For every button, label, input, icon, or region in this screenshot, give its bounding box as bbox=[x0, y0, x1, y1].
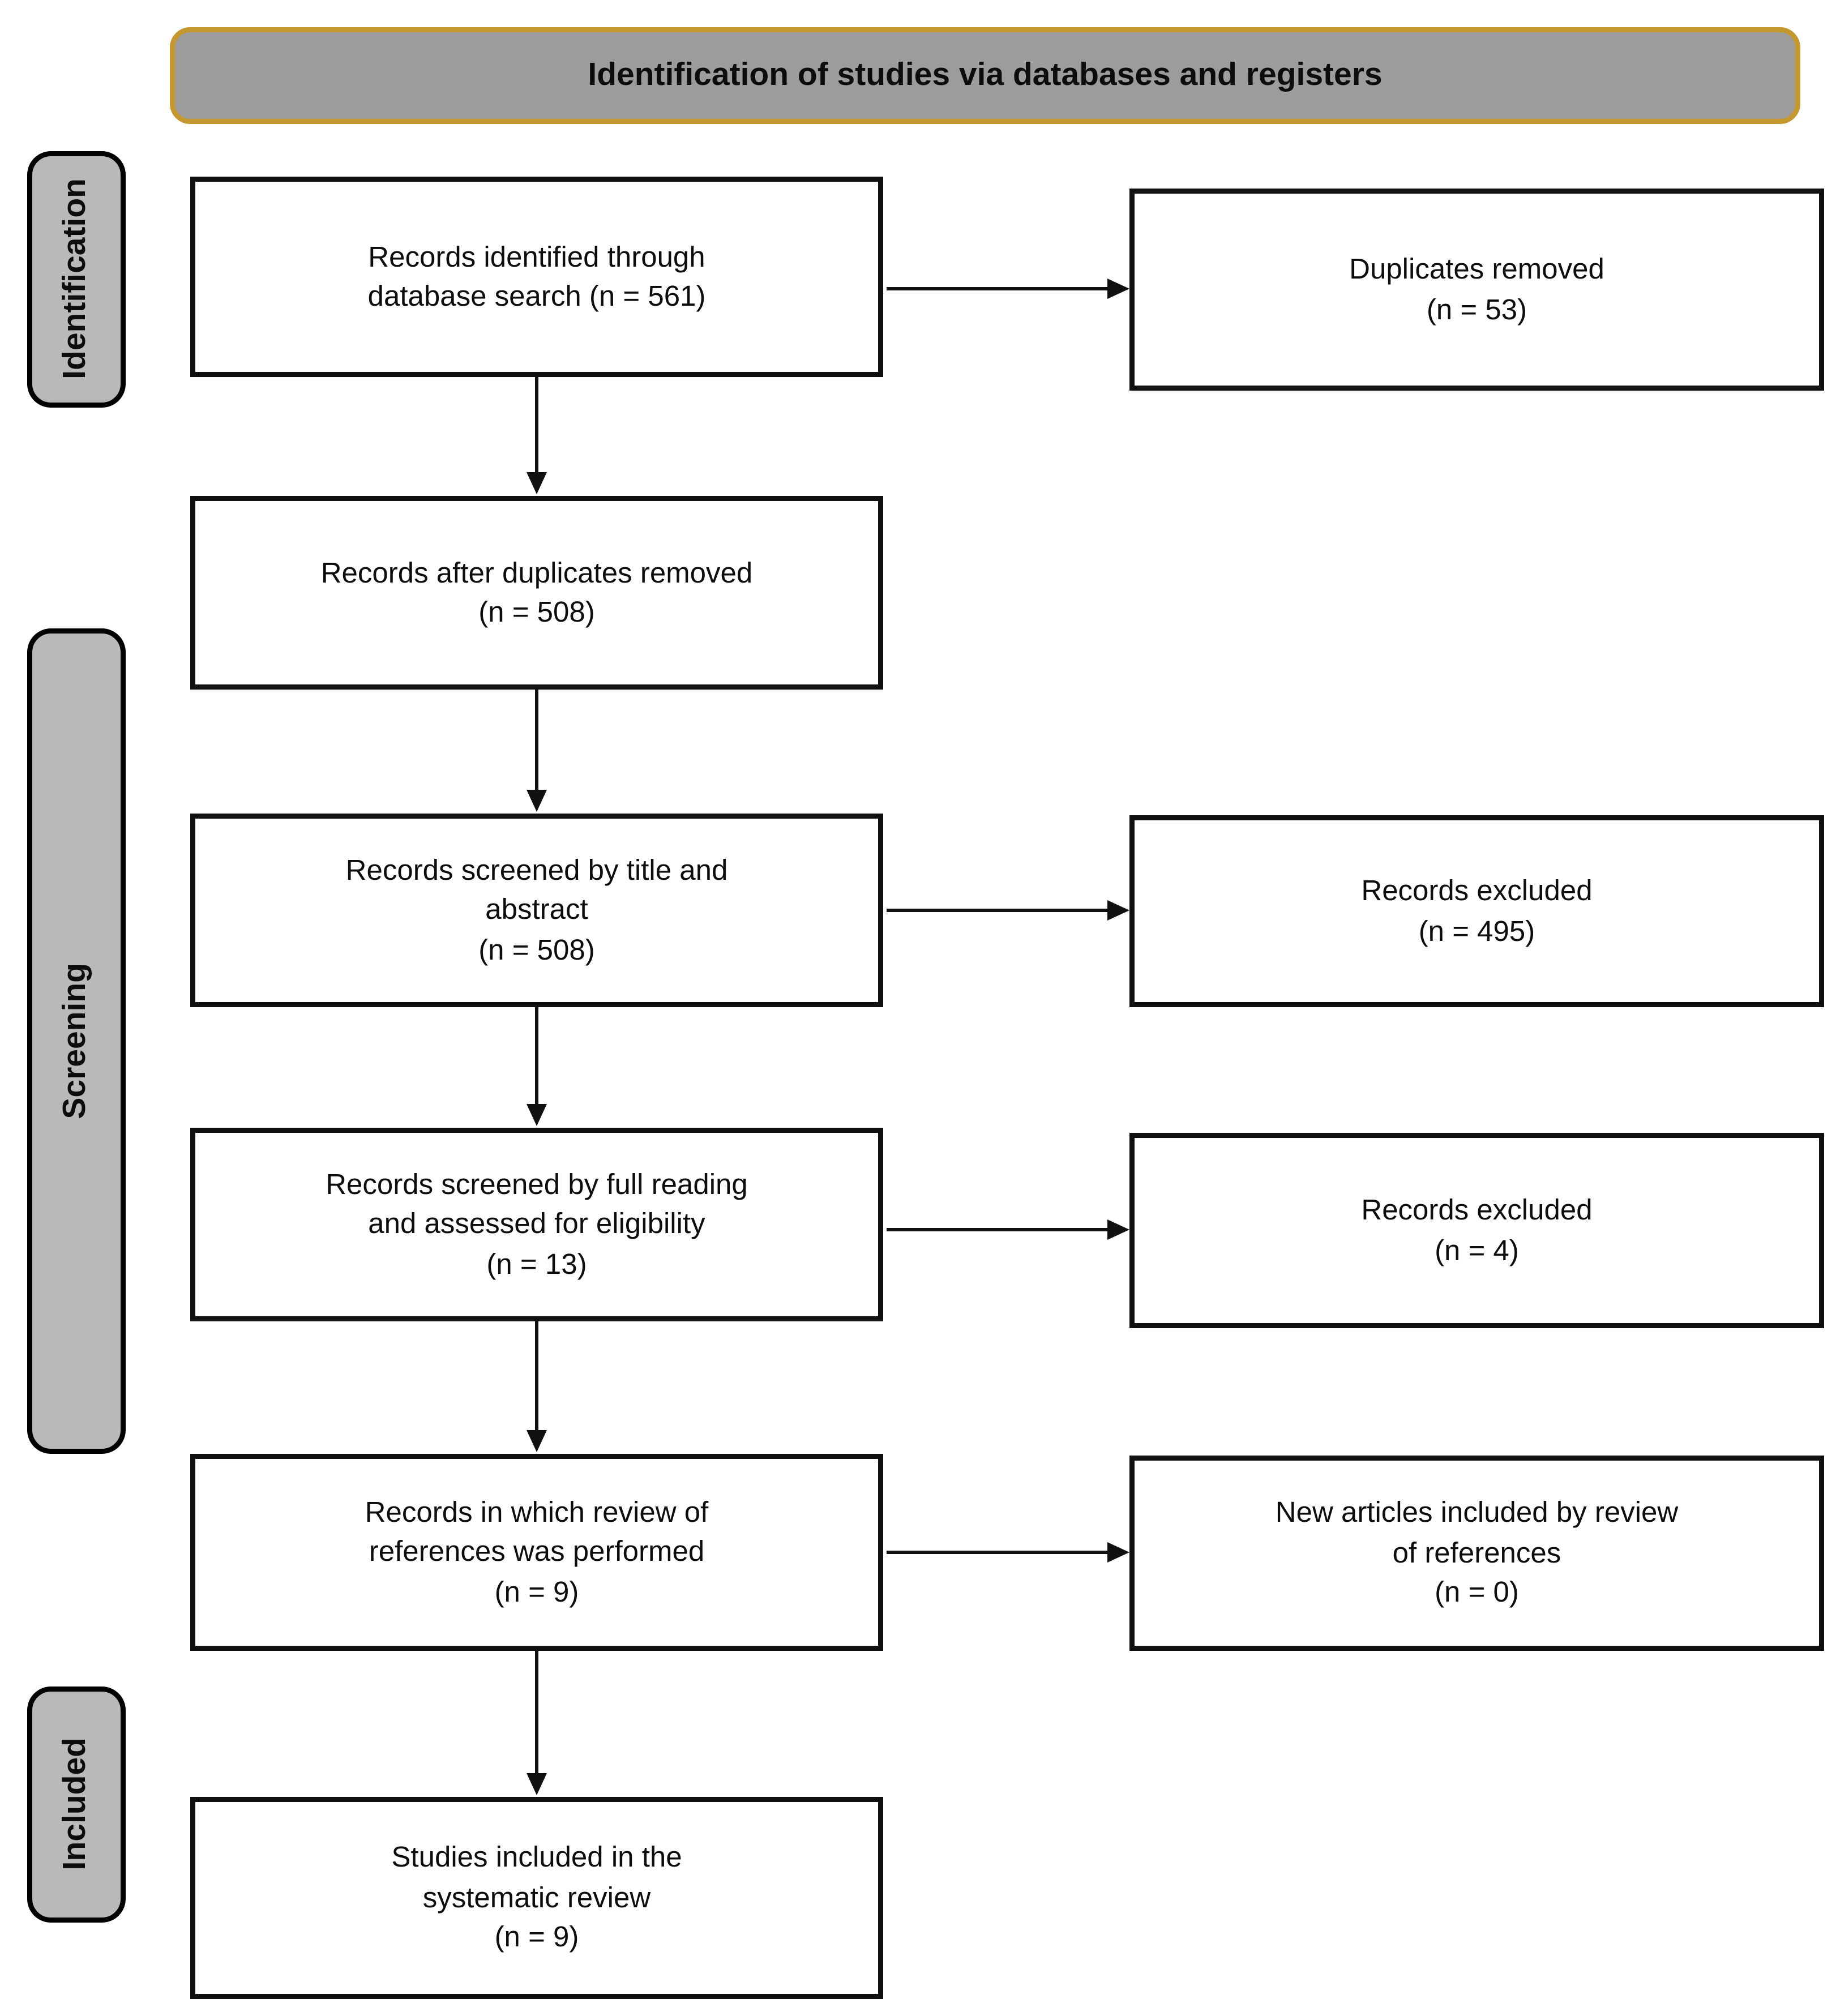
box-records-screened-full-reading: Records screened by full reading and ass… bbox=[190, 1128, 883, 1321]
box-text-line: (n = 9) bbox=[494, 1576, 579, 1608]
box-text-line: (n = 495) bbox=[1418, 914, 1535, 947]
arrow-down-3 bbox=[527, 1007, 547, 1126]
box-text-line: systematic review bbox=[422, 1881, 651, 1914]
arrow-down-2 bbox=[527, 690, 547, 812]
box-text-line: abstract bbox=[485, 893, 588, 926]
box-records-screened-title-abstract: Records screened by title and abstract (… bbox=[190, 814, 883, 1007]
box-new-articles-included: New articles included by review of refer… bbox=[1129, 1456, 1824, 1651]
stage-screening: Screening bbox=[27, 628, 126, 1454]
box-text-line: Records excluded bbox=[1361, 1194, 1593, 1227]
box-duplicates-removed: Duplicates removed (n = 53) bbox=[1129, 189, 1824, 391]
box-text-line: New articles included by review bbox=[1275, 1496, 1679, 1529]
box-records-excluded-eligibility: Records excluded (n = 4) bbox=[1129, 1133, 1824, 1328]
box-text-line: (n = 13) bbox=[486, 1248, 587, 1281]
stage-identification-label: Identification bbox=[58, 179, 93, 380]
box-text-line: Records after duplicates removed bbox=[320, 556, 753, 589]
arrow-down-4 bbox=[527, 1321, 547, 1452]
box-text-line: of references bbox=[1392, 1536, 1561, 1569]
header-title: Identification of studies via databases … bbox=[588, 57, 1383, 93]
stage-screening-label: Screening bbox=[58, 963, 93, 1119]
stage-identification: Identification bbox=[27, 151, 126, 408]
box-studies-included: Studies included in the systematic revie… bbox=[190, 1797, 883, 1999]
box-text-line: (n = 508) bbox=[478, 934, 595, 966]
arrow-down-5 bbox=[527, 1651, 547, 1795]
arrow-right-2 bbox=[887, 900, 1129, 921]
box-text-line: references was performed bbox=[369, 1535, 705, 1568]
box-text-line: Records in which review of bbox=[365, 1496, 709, 1529]
box-text-line: Duplicates removed bbox=[1349, 253, 1604, 286]
box-text-line: Records screened by full reading bbox=[326, 1168, 748, 1201]
box-records-review-of-references: Records in which review of references wa… bbox=[190, 1454, 883, 1651]
box-text-line: database search (n = 561) bbox=[367, 280, 706, 313]
stage-included: Included bbox=[27, 1687, 126, 1923]
box-text-line: (n = 53) bbox=[1426, 293, 1527, 326]
arrow-down-1 bbox=[527, 377, 547, 494]
arrow-right-3 bbox=[887, 1219, 1129, 1240]
box-text-line: (n = 0) bbox=[1435, 1576, 1519, 1609]
arrow-right-4 bbox=[887, 1542, 1129, 1563]
box-text-line: (n = 508) bbox=[478, 596, 595, 628]
box-text-line: Records screened by title and bbox=[345, 854, 728, 887]
box-records-excluded-screening: Records excluded (n = 495) bbox=[1129, 815, 1824, 1007]
box-text-line: Records excluded bbox=[1361, 875, 1593, 908]
box-text-line: (n = 9) bbox=[494, 1921, 579, 1954]
box-text-line: and assessed for eligibility bbox=[368, 1208, 705, 1240]
stage-included-label: Included bbox=[58, 1738, 93, 1871]
box-records-identified: Records identified through database sear… bbox=[190, 177, 883, 377]
header-banner: Identification of studies via databases … bbox=[170, 27, 1800, 124]
box-text-line: Records identified through bbox=[368, 240, 705, 273]
box-records-after-duplicates: Records after duplicates removed (n = 50… bbox=[190, 496, 883, 690]
arrow-right-1 bbox=[887, 279, 1129, 299]
box-text-line: Studies included in the bbox=[391, 1841, 682, 1874]
box-text-line: (n = 4) bbox=[1435, 1234, 1519, 1266]
